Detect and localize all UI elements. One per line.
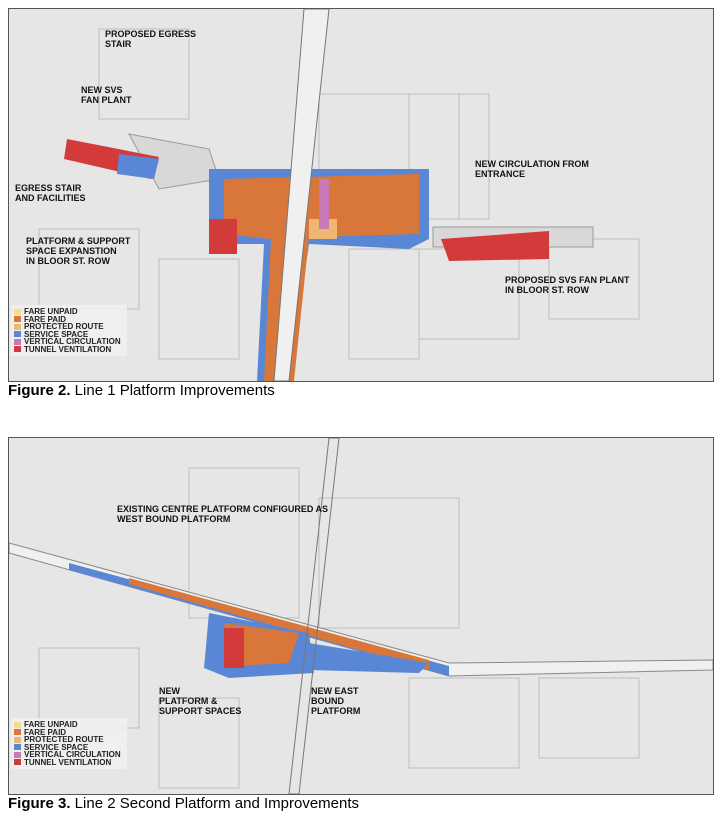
legend: FARE UNPAID FARE PAID PROTECTED ROUTE SE…	[11, 718, 127, 769]
legend: FARE UNPAID FARE PAID PROTECTED ROUTE SE…	[11, 305, 127, 356]
legend-tunnel-ventilation: TUNNEL VENTILATION	[14, 758, 121, 767]
label-existing-centre-platform: EXISTING CENTRE PLATFORM CONFIGURED AS W…	[117, 504, 329, 524]
label-new-east-bound-platform: NEW EAST BOUND PLATFORM	[311, 686, 361, 716]
figure-2-map: PROPOSED EGRESS STAIR NEW SVS FAN PLANT …	[8, 8, 714, 382]
label-new-platform-support: NEW PLATFORM & SUPPORT SPACES	[159, 686, 242, 716]
label-new-svs-fan-plant: NEW SVS FAN PLANT	[81, 85, 132, 105]
label-proposed-egress-stair: PROPOSED EGRESS STAIR	[105, 29, 197, 49]
legend-vertical-circulation: VERTICAL CIRCULATION	[14, 751, 121, 759]
legend-fare-unpaid: FARE UNPAID	[14, 721, 121, 729]
legend-service-space: SERVICE SPACE	[14, 743, 121, 752]
label-proposed-svs-fan-plant: PROPOSED SVS FAN PLANT IN BLOOR ST. ROW	[505, 275, 630, 295]
legend-fare-paid: FARE PAID	[14, 315, 121, 324]
legend-protected-route: PROTECTED ROUTE	[14, 323, 121, 331]
figure-3-caption: Figure 3. Line 2 Second Platform and Imp…	[8, 795, 360, 812]
figure-2-caption: Figure 2. Line 1 Platform Improvements	[8, 382, 275, 399]
label-egress-stair-facilities: EGRESS STAIR AND FACILITIES	[15, 183, 86, 203]
line2-plan-drawing	[9, 438, 713, 794]
legend-fare-unpaid: FARE UNPAID	[14, 308, 121, 316]
legend-protected-route: PROTECTED ROUTE	[14, 736, 121, 744]
legend-vertical-circulation: VERTICAL CIRCULATION	[14, 338, 121, 346]
legend-tunnel-ventilation: TUNNEL VENTILATION	[14, 345, 121, 354]
legend-fare-paid: FARE PAID	[14, 728, 121, 737]
legend-service-space: SERVICE SPACE	[14, 330, 121, 339]
label-platform-support-expansion: PLATFORM & SUPPORT SPACE EXPANSTION IN B…	[26, 236, 131, 266]
figure-3-map: EXISTING CENTRE PLATFORM CONFIGURED AS W…	[8, 437, 714, 795]
label-new-circulation: NEW CIRCULATION FROM ENTRANCE	[475, 159, 589, 179]
line1-plan-drawing	[38, 9, 640, 381]
